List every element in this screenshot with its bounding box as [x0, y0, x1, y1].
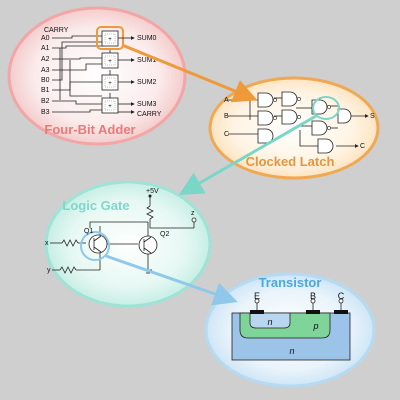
latch-inverter-bubbles — [273, 97, 331, 130]
transistor-terminal-e-dot — [254, 298, 260, 304]
transistor-terminal-c-dot — [338, 298, 344, 304]
adder-output-sum2: SUM2 — [137, 79, 157, 86]
latch-wiring — [228, 97, 369, 148]
gate-transistor-q2 — [138, 235, 158, 255]
transistor-region-base: p — [312, 321, 318, 331]
gate-input-x: x — [45, 240, 49, 247]
gate-wiring — [50, 196, 195, 274]
latch-pin-b: B — [224, 113, 229, 120]
svg-text:+: + — [108, 81, 112, 87]
transistor-panel: E B C n p n Transistor — [204, 272, 376, 388]
gate-input-y: y — [47, 267, 51, 274]
arrow-adder-to-latch — [121, 43, 258, 103]
latch-title: Clocked Latch — [246, 154, 335, 169]
adder-input-b1: B1 — [41, 87, 50, 94]
latch-pin-s: S — [370, 113, 375, 120]
gate-transistor-q1 — [88, 234, 108, 254]
adder-block-1: + — [101, 52, 119, 69]
latch-highlight — [312, 96, 340, 120]
transistor-region-collector: n — [289, 346, 294, 356]
transistor-terminal-c: C — [338, 291, 345, 301]
latch-pin-a: A — [224, 97, 229, 104]
transistor-terminal-e: E — [254, 291, 260, 301]
adder-input-a3: A3 — [41, 67, 50, 74]
adder-block-3: + — [101, 97, 119, 114]
arrow-latch-to-gate — [178, 114, 317, 195]
four-bit-adder-panel: CARRY A0 A1 A2 A3 B0 B1 B2 B3 — [7, 6, 187, 146]
arrow-gate-to-transistor — [105, 254, 238, 306]
transistor-leads — [256, 303, 342, 310]
svg-text:+: + — [108, 37, 112, 43]
adder-output-carry: CARRY — [137, 111, 162, 118]
adder-wiring — [52, 35, 111, 113]
gate-title: Logic Gate — [62, 198, 129, 213]
adder-output-wires — [118, 36, 135, 114]
adder-block-0: + — [101, 30, 119, 47]
gate-output-node — [191, 217, 197, 223]
transistor-terminal-b-dot — [310, 298, 316, 304]
logic-gate-panel: +5V z x y Q1 Q2 Logic Gate — [44, 180, 212, 308]
gate-supply-node — [148, 194, 152, 198]
adder-block-2: + — [101, 74, 119, 91]
transistor-region-emitter: n — [267, 317, 272, 327]
gate-output-label: z — [191, 210, 195, 217]
adder-input-a0: A0 — [41, 35, 50, 42]
adder-output-sum3: SUM3 — [137, 101, 157, 108]
adder-input-b0: B0 — [41, 77, 50, 84]
svg-text:+: + — [108, 104, 112, 110]
adder-input-a2: A2 — [41, 56, 50, 63]
latch-gates — [257, 91, 352, 154]
adder-title: Four-Bit Adder — [44, 122, 135, 137]
adder-input-b3: B3 — [41, 109, 50, 116]
adder-input-a1: A1 — [41, 45, 50, 52]
transistor-terminal-b: B — [310, 291, 316, 301]
transistor-title: Transistor — [259, 275, 322, 290]
latch-pin-c: C — [224, 131, 229, 138]
transistor-emitter-n — [249, 312, 291, 329]
gate-supply-label: +5V — [146, 188, 159, 195]
svg-text:+: + — [108, 59, 112, 65]
adder-output-sum1: SUM1 — [137, 57, 157, 64]
adder-input-carry: CARRY — [44, 27, 69, 34]
adder-bubble — [7, 6, 187, 146]
adder-input-b2: B2 — [41, 98, 50, 105]
gate-q1-label: Q1 — [84, 228, 93, 235]
adder-output-sum0: SUM0 — [137, 35, 157, 42]
gate-highlight — [80, 231, 110, 261]
gate-q2-label: Q2 — [160, 231, 169, 238]
latch-pin-cout: C — [360, 143, 365, 150]
transistor-contacts — [250, 310, 348, 314]
